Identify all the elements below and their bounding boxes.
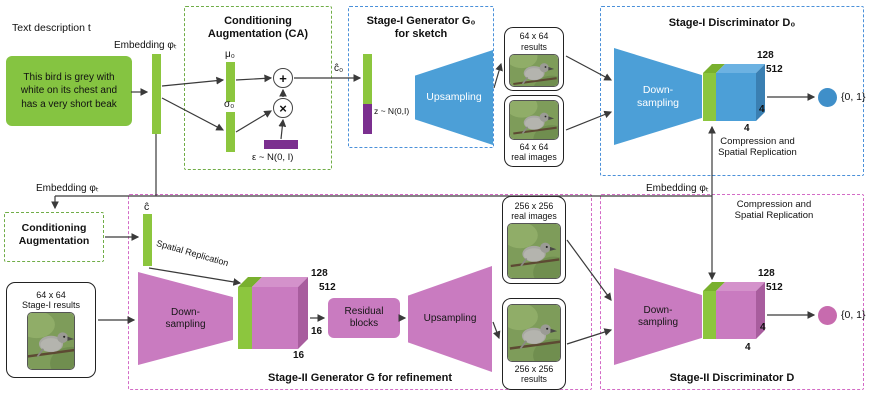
epsilon-bar — [264, 140, 298, 149]
d1-output-label: {0, 1} — [841, 91, 866, 103]
mu-bar — [226, 62, 235, 102]
c-hat0-label: ĉ₀ — [334, 63, 344, 74]
d1-feature-blocks — [703, 64, 765, 121]
embedding-bar — [152, 54, 161, 134]
d1-output-node — [818, 88, 837, 107]
ca-title: Conditioning Augmentation (CA) — [207, 15, 309, 41]
stage1-results-image — [27, 312, 75, 371]
real-64-image — [509, 99, 559, 140]
real-64-label: 64 x 64 real images — [511, 141, 557, 162]
real-64-box: 64 x 64 real images — [504, 95, 564, 167]
d1-dim-4b: 4 — [744, 123, 750, 134]
real-256-image — [507, 223, 561, 280]
g2-feature-blocks — [238, 277, 308, 349]
embedding-label-top: Embedding φₜ — [114, 40, 177, 51]
results-64-box: 64 x 64 results — [504, 27, 564, 91]
d2-output-label: {0, 1} — [841, 309, 866, 321]
conditioning-augmentation-box: Conditioning Augmentation (CA) — [184, 6, 332, 170]
g2-condition-bar — [143, 214, 152, 266]
g2-dim-128: 128 — [311, 268, 328, 279]
embedding-label-right: Embedding φₜ — [646, 183, 709, 194]
d2-compression-label: Compression and Spatial Replication — [734, 199, 814, 222]
g1-noise-bar — [363, 104, 372, 134]
d1-dim-4a: 4 — [759, 104, 765, 115]
results-256-image — [507, 303, 561, 362]
real-256-box: 256 x 256 real images — [502, 196, 566, 284]
plus-circle-icon: + — [273, 68, 293, 88]
g2-dim-16b: 16 — [293, 350, 305, 361]
d2-feature-blocks — [703, 282, 765, 339]
stage1-discriminator-box: Stage-I Discriminator D₀ — [600, 6, 864, 176]
d2-dim-4b: 4 — [745, 342, 751, 353]
g2-dim-16a: 16 — [311, 326, 323, 337]
stage2-generator-title: Stage-II Generator G for refinement — [268, 371, 452, 384]
results-64-image — [509, 53, 559, 87]
g1-condition-bar — [363, 54, 372, 104]
c-hat-label: ĉ — [144, 201, 150, 213]
ca2-title: Conditioning Augmentation — [18, 222, 90, 247]
conditioning-augmentation-box-2: Conditioning Augmentation — [4, 212, 104, 262]
stage1-generator-box: Stage-I Generator G₀ for sketch — [348, 6, 494, 148]
results-64-label: 64 x 64 results — [519, 31, 549, 52]
mu-label: μ₀ — [225, 49, 235, 60]
d2-dim-128: 128 — [758, 268, 775, 279]
stage1-discriminator-title: Stage-I Discriminator D₀ — [668, 17, 796, 29]
d1-dim-512: 512 — [766, 64, 783, 75]
g2-dim-512: 512 — [319, 282, 336, 293]
d2-output-node — [818, 306, 837, 325]
epsilon-label: ε ~ N(0, I) — [252, 152, 294, 163]
d1-dim-128: 128 — [757, 50, 774, 61]
d1-compression-label: Compression and Spatial Replication — [718, 136, 797, 159]
sigma-bar — [226, 112, 235, 152]
results-256-label: 256 x 256 results — [514, 363, 554, 384]
embedding-label-left: Embedding φₜ — [36, 183, 99, 194]
text-description-label: Text description t — [12, 22, 91, 34]
d2-dim-512: 512 — [766, 282, 783, 293]
multiply-circle-icon: × — [273, 98, 293, 118]
stage1-generator-title: Stage-I Generator G₀ for sketch — [366, 15, 476, 41]
stage1-results-label: 64 x 64 Stage-I results — [21, 289, 81, 310]
stage2-discriminator-title: Stage-II Discriminator D — [669, 371, 795, 384]
results-256-box: 256 x 256 results — [502, 298, 566, 390]
residual-blocks: Residual blocks — [328, 298, 400, 338]
arrow-upsampling-to-results64 — [493, 62, 503, 89]
text-description-box: This bird is grey with white on its ches… — [6, 56, 132, 126]
d2-dim-4a: 4 — [760, 322, 766, 333]
real-256-label: 256 x 256 real images — [511, 200, 557, 221]
noise-label: z ~ N(0,I) — [374, 106, 410, 116]
sigma-label: σ₀ — [224, 99, 235, 110]
stage1-results-box: 64 x 64 Stage-I results — [6, 282, 96, 378]
